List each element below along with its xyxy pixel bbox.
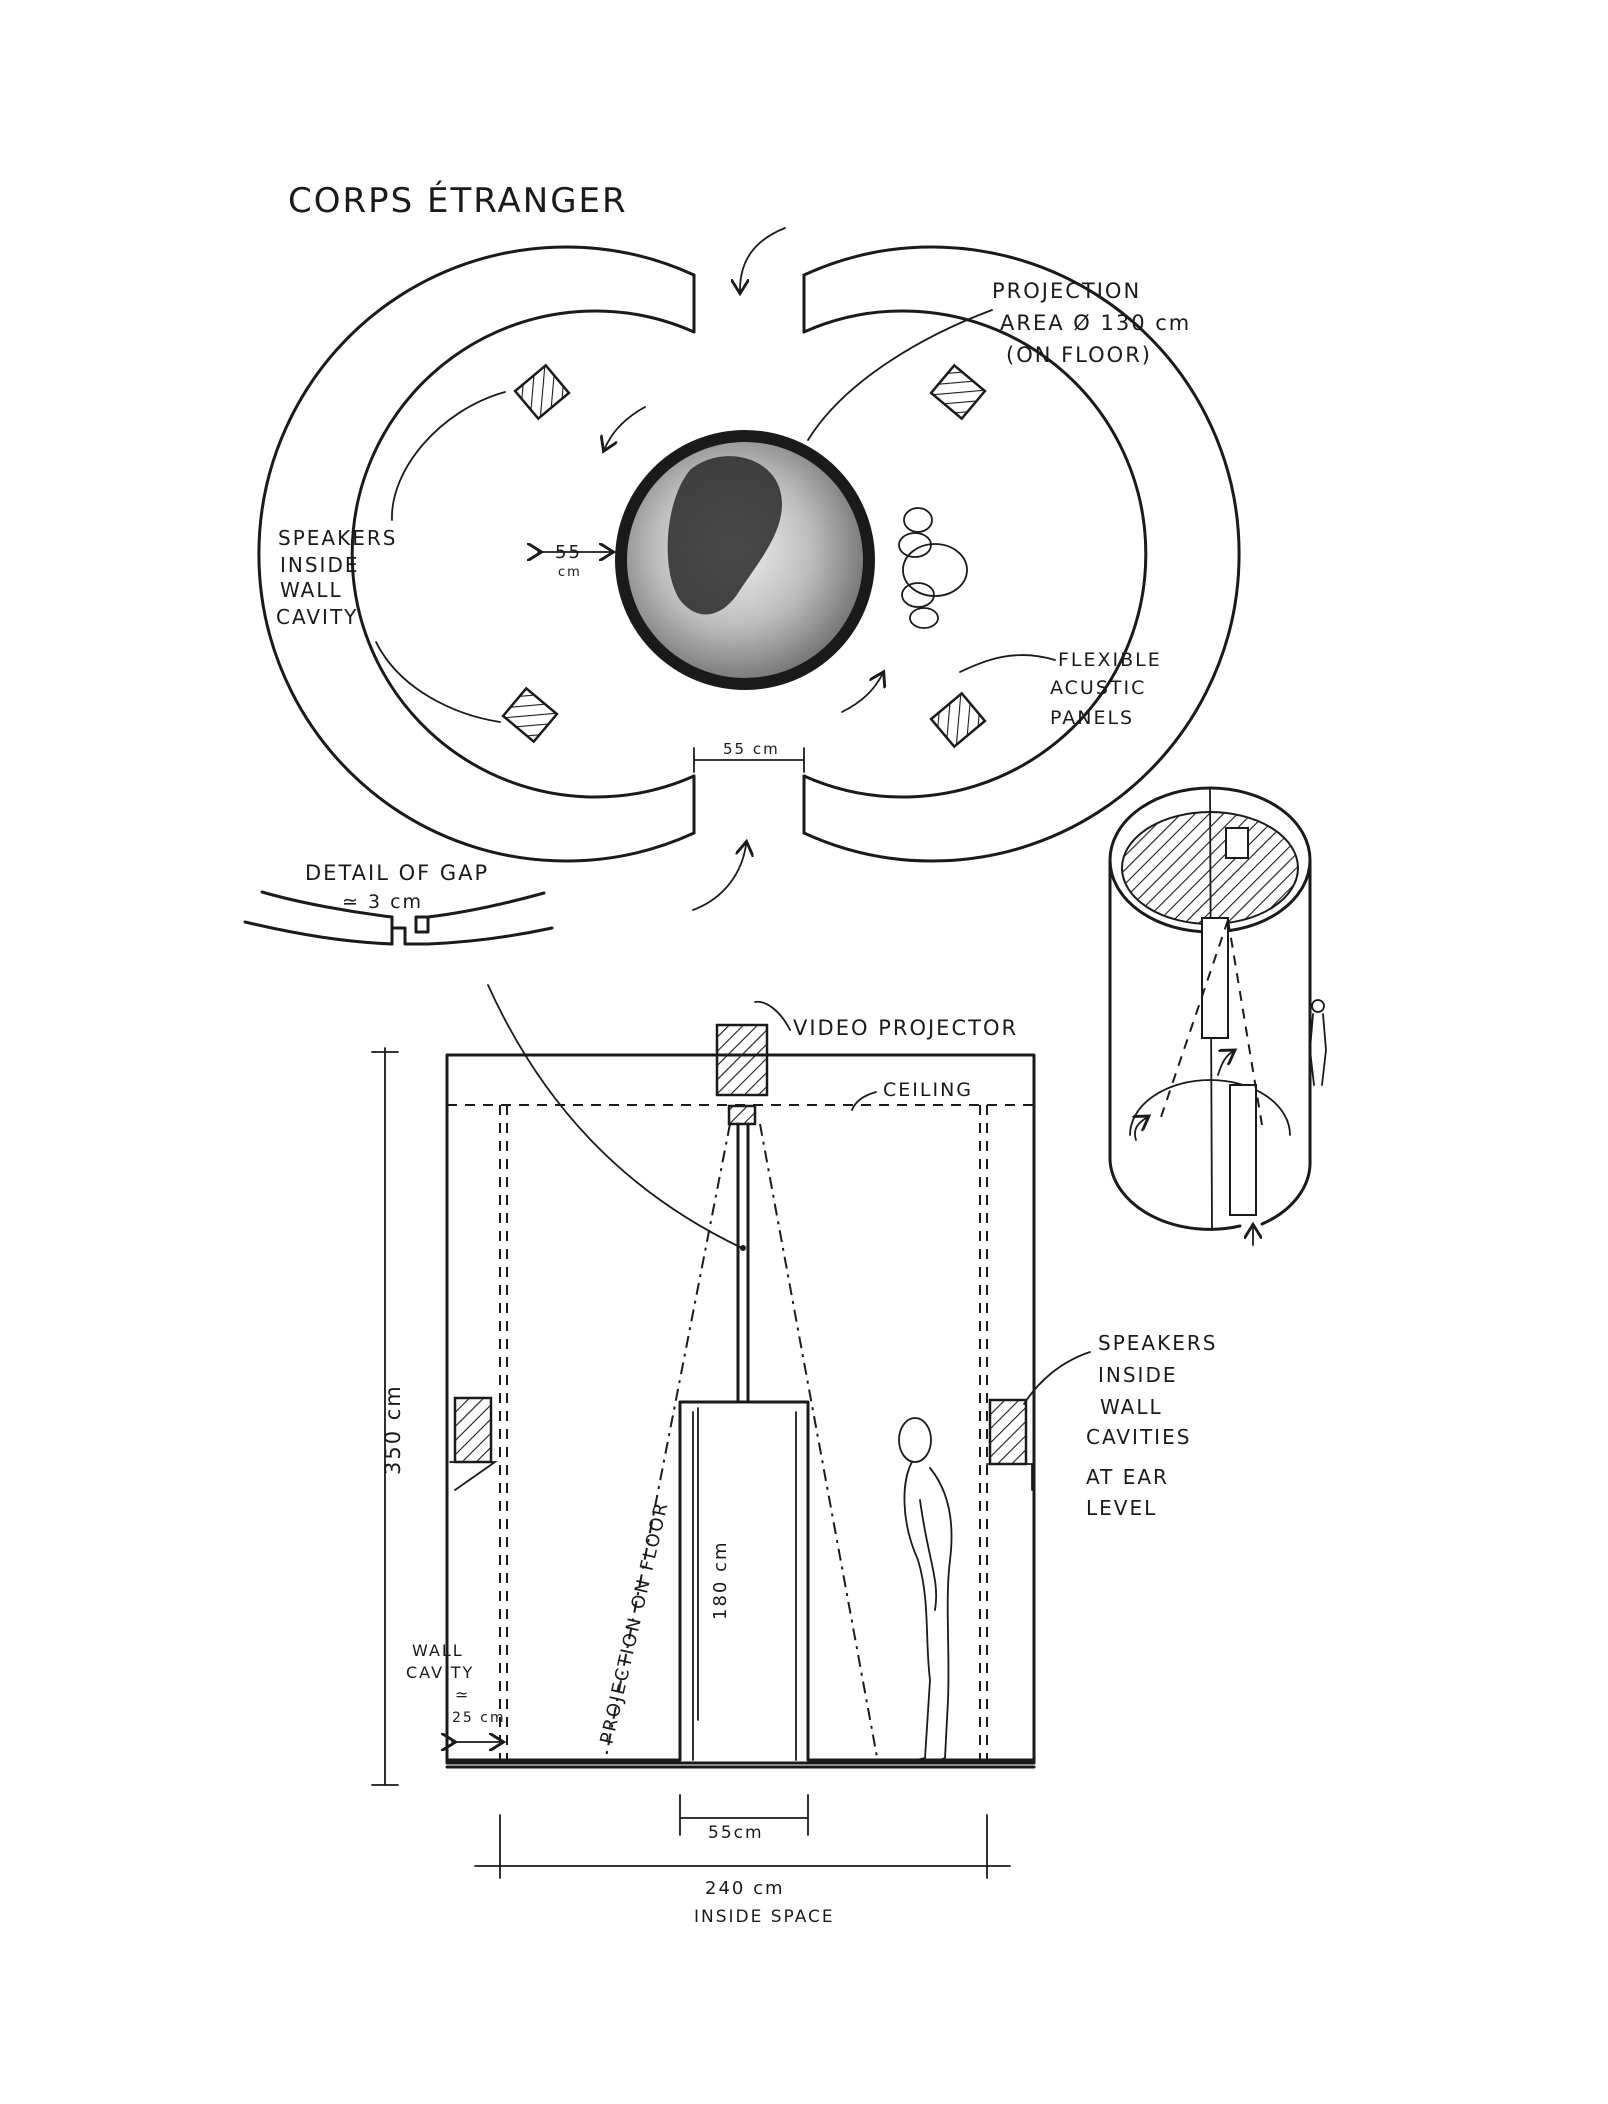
section-speakers-line: AT EAR [1086, 1465, 1169, 1489]
inside-space-label: INSIDE SPACE [694, 1907, 835, 1927]
section-view [371, 984, 1091, 1879]
isometric-view [1108, 786, 1327, 1246]
gap-detail-title: DETAIL OF GAP [305, 861, 489, 885]
iso-person [1309, 999, 1327, 1086]
section-lens [727, 1104, 757, 1126]
projection-area-line: AREA Ø 130 cm [1000, 311, 1191, 335]
section-speakers-line: WALL [1100, 1395, 1163, 1419]
circulation-arrow [841, 675, 882, 713]
circulation-arrow [692, 845, 746, 911]
plan-inner-wall-right [802, 309, 1148, 799]
plan-inner-wall [350, 309, 696, 799]
standing-person [898, 1417, 953, 1763]
video-projector-label: VIDEO PROJECTOR [793, 1016, 1018, 1040]
plan-speakers-line: INSIDE [280, 553, 360, 577]
plan-speaker [513, 363, 571, 421]
section-speakers-line: INSIDE [1098, 1363, 1178, 1387]
plan-speakers-line: WALL [280, 578, 343, 602]
door-height-label: 180 cm [710, 1540, 731, 1620]
wall-cavity-label: WALL CAVITY ≃ 25 cm [406, 1641, 506, 1726]
section-projector [715, 1023, 769, 1097]
plan-view: 55 cm 55 cm [257, 227, 1241, 911]
wall-cavity-line: WALL [412, 1641, 464, 1660]
gap-detail-value: ≃ 3 cm [342, 891, 423, 913]
plan-speaker [929, 363, 987, 421]
plan-wall-width: 55 [555, 542, 582, 563]
iso-projector [1225, 827, 1249, 859]
wall-cavity-line: CAVITY [406, 1663, 474, 1682]
wall-cavity-line: ≃ [455, 1685, 470, 1704]
projection-area-line: (ON FLOOR) [1006, 343, 1152, 367]
plan-outer-wall-right [802, 245, 1241, 863]
section-speakers-label: SPEAKERS INSIDE WALL CAVITIES AT EAR LEV… [1086, 1331, 1217, 1520]
plan-outer-wall [257, 245, 696, 863]
section-speaker [988, 1398, 1028, 1466]
section-speaker [453, 1396, 493, 1464]
plan-speakers-line: SPEAKERS [278, 526, 397, 550]
projection-on-floor-label: PROJECTION ON FLOOR [596, 1499, 672, 1746]
wall-cavity-line: 25 cm [452, 1710, 506, 1726]
projection-area-line: PROJECTION [992, 279, 1141, 303]
door-width-label: 55cm [708, 1823, 764, 1843]
plan-wall-width-unit: cm [558, 565, 582, 580]
ceiling-label: CEILING [883, 1079, 973, 1101]
gap-detail: DETAIL OF GAP ≃ 3 cm [243, 861, 554, 946]
circulation-arrow [740, 227, 786, 290]
flexible-panels-line: PANELS [1050, 707, 1134, 729]
person-top-view [898, 507, 968, 629]
section-door-frame [445, 1400, 1036, 1762]
plan-entrance-width: 55 cm [723, 740, 780, 758]
projection-figure [667, 456, 782, 615]
drawing-title: CORPS ÉTRANGER [288, 180, 628, 221]
iso-door-post [1229, 1084, 1257, 1216]
inside-width-label: 240 cm [705, 1878, 785, 1899]
plan-speaker [501, 686, 559, 744]
section-speakers-line: CAVITIES [1086, 1425, 1191, 1449]
flexible-panels-line: FLEXIBLE [1058, 649, 1162, 671]
plan-speakers-line: CAVITY [276, 605, 358, 629]
circulation-arrow [605, 406, 646, 448]
projection-area-label: PROJECTION AREA Ø 130 cm (ON FLOOR) [992, 279, 1191, 367]
flexible-panels-line: ACUSTIC [1050, 677, 1146, 699]
section-outer-wall [445, 1053, 1036, 1765]
iso-column [1201, 917, 1229, 1039]
plan-speaker [929, 691, 987, 749]
flexible-panels-label: FLEXIBLE ACUSTIC PANELS [1050, 649, 1162, 729]
section-speakers-line: SPEAKERS [1098, 1331, 1217, 1355]
section-height-label: 350 cm [381, 1384, 405, 1475]
section-speakers-line: LEVEL [1086, 1496, 1157, 1520]
plan-speakers-label: SPEAKERS INSIDE WALL CAVITY [276, 526, 397, 629]
